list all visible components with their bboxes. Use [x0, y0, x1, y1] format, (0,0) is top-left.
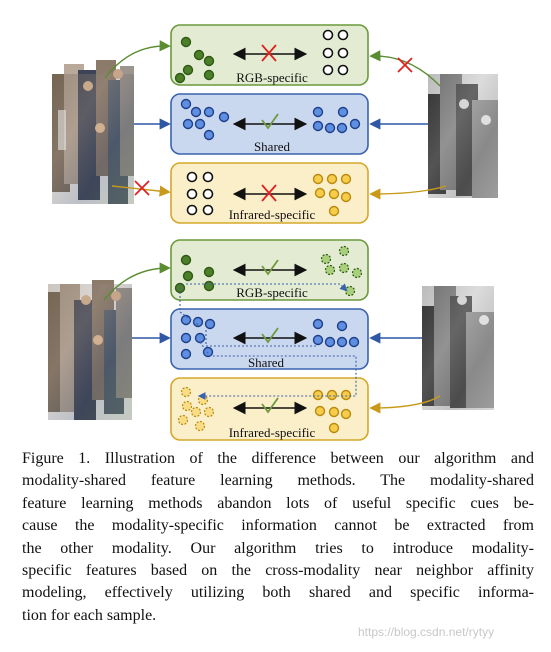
caption-line: specific features based on the cross-mod… — [22, 562, 534, 580]
cross-icon — [397, 57, 413, 73]
caption-line: modeling, effectively utilizing both sha… — [22, 584, 534, 602]
watermark: https://blog.csdn.net/rytyy — [358, 625, 495, 639]
figure-caption: Figure 1. Illustration of the difference… — [22, 448, 534, 627]
figure-1-illustration: RGB-specific — [48, 24, 498, 441]
caption-line: the other modality. Our algorithm tries … — [22, 539, 534, 557]
shared-box-bottom: Shared — [170, 308, 369, 370]
shared-features-left — [180, 314, 216, 360]
rgb-specific-predicted-features-right — [320, 245, 363, 297]
check-icon — [261, 259, 279, 276]
infrared-specific-predicted-features-left — [177, 386, 215, 432]
bottom-section: RGB-specific — [48, 239, 494, 441]
shared-features-left — [180, 98, 230, 141]
shared-label: Shared — [248, 355, 285, 370]
infrared-specific-box-bottom: Infrared-specific — [170, 377, 369, 441]
cross-icon — [261, 44, 277, 62]
shared-box-top: Shared — [170, 93, 369, 155]
rgb-specific-features-left — [174, 36, 215, 84]
affinity-paths — [179, 283, 357, 400]
top-section: RGB-specific — [52, 24, 498, 224]
rgb-specific-features-right — [322, 29, 349, 76]
shared-features-right — [312, 318, 360, 348]
rgb-specific-label: RGB-specific — [236, 285, 308, 300]
infrared-specific-label: Infrared-specific — [229, 207, 316, 222]
infrared-specific-box-top: Infrared-specific — [170, 162, 369, 224]
bottom-connection-arrows — [103, 262, 441, 414]
rgb-specific-box-bottom: RGB-specific — [170, 239, 369, 301]
check-icon — [261, 327, 279, 344]
rgb-image-collage-bottom — [48, 280, 132, 420]
cross-icon — [261, 184, 277, 202]
infrared-specific-features-right — [312, 389, 352, 434]
caption-line: Figure 1. Illustration of the difference… — [22, 450, 534, 467]
caption-line: modality-shared feature learning methods… — [22, 472, 534, 490]
shared-label: Shared — [254, 139, 291, 154]
cross-icon — [134, 180, 150, 196]
check-icon — [261, 397, 279, 414]
caption-line: tion for each sample. — [22, 606, 157, 624]
infrared-specific-features-right — [312, 173, 352, 217]
infrared-specific-label: Infrared-specific — [229, 425, 316, 440]
caption-line: cause the modality-specific information … — [22, 517, 534, 535]
ir-image-collage-top — [428, 74, 498, 198]
rgb-specific-label: RGB-specific — [236, 70, 308, 85]
ir-image-collage-bottom — [422, 286, 494, 410]
rgb-specific-box-top: RGB-specific — [170, 24, 369, 86]
rgb-image-collage-top — [52, 60, 134, 204]
caption-line: feature learning methods abandon lots of… — [22, 494, 534, 512]
shared-features-right — [312, 106, 361, 134]
infrared-specific-features-left — [186, 171, 214, 216]
check-icon — [261, 113, 279, 130]
